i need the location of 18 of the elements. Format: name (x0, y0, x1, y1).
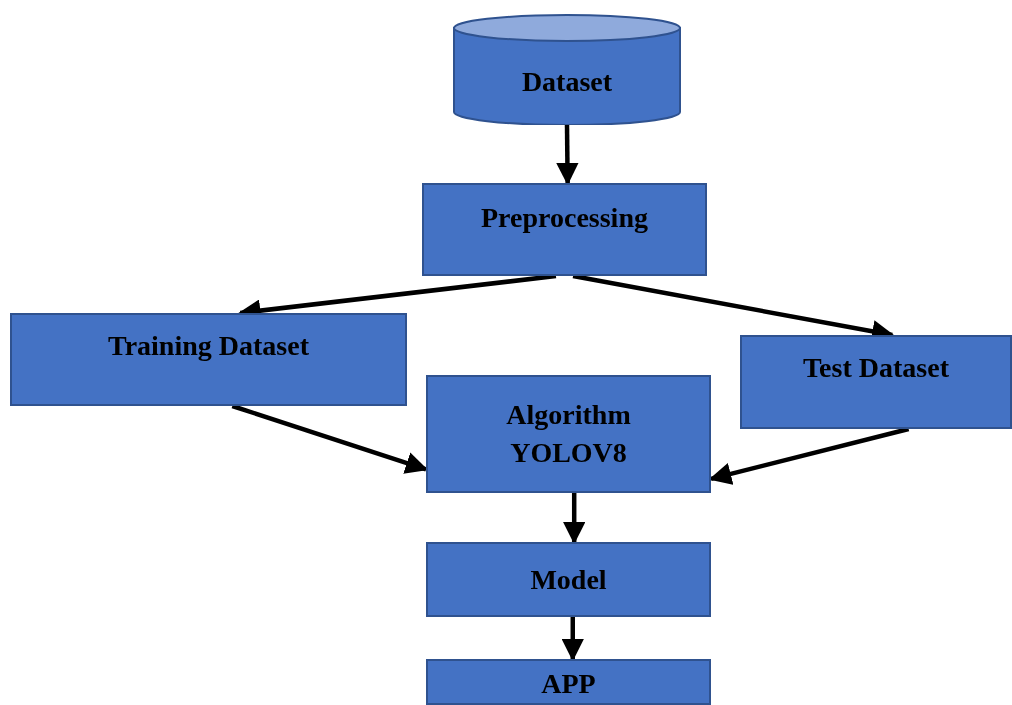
process-box (426, 542, 711, 617)
process-box (426, 375, 711, 493)
arrow (556, 124, 579, 186)
process-box (426, 659, 711, 705)
node-label: Preprocessing (481, 201, 648, 235)
database-cylinder (453, 14, 681, 125)
node-label: Training Dataset (108, 329, 309, 363)
node-label: Test Dataset (803, 351, 949, 385)
node-label: Algorithm (506, 398, 631, 433)
process-box (422, 183, 707, 276)
node-label: Dataset (521, 64, 613, 99)
node-label: YOLOV8 (510, 436, 627, 470)
node-label: APP (541, 667, 596, 701)
process-box (740, 335, 1012, 429)
arrow (562, 493, 586, 545)
arrow (561, 617, 585, 662)
process-box (10, 313, 407, 406)
node-label: Model (530, 562, 607, 597)
